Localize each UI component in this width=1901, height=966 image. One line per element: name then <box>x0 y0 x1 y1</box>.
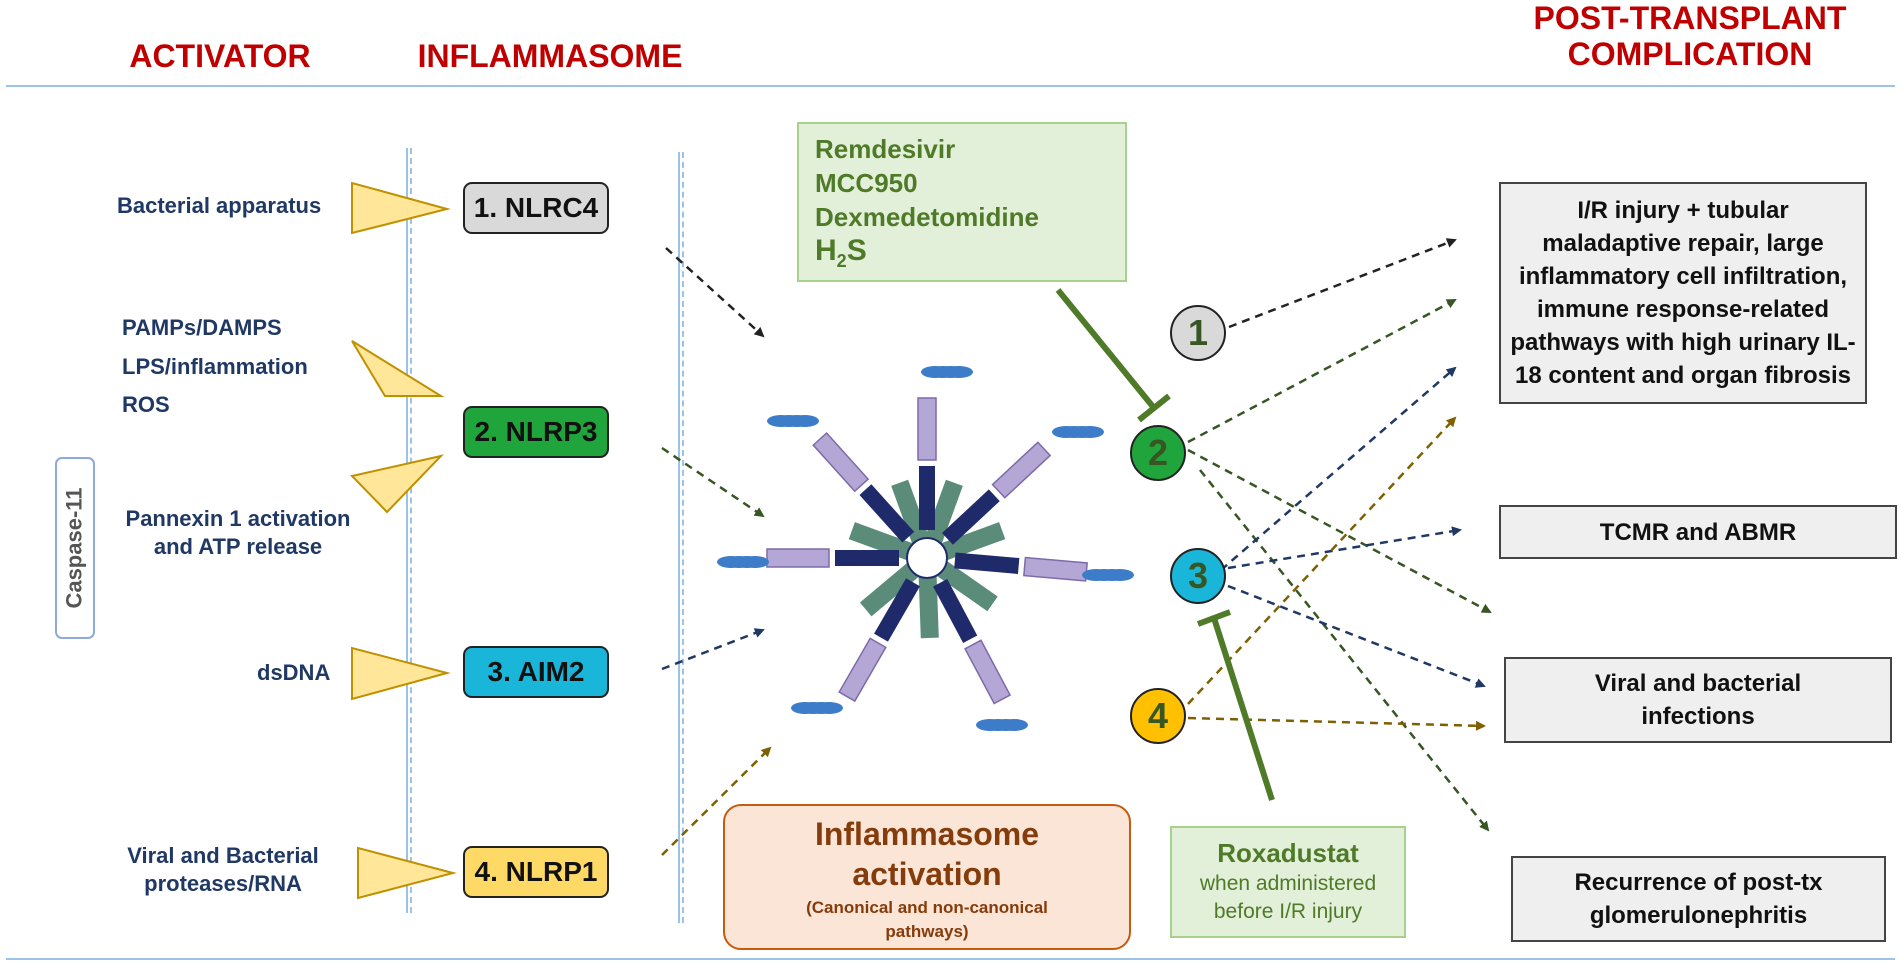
roxadustat-note-line2: before I/R injury <box>1213 900 1363 923</box>
caspase-11-text: Caspase-11 <box>62 487 87 609</box>
inhibitors-box: Remdesivir MCC950 Dexmedetomidine H2S <box>797 122 1127 282</box>
inhibit-roxadustat-to-3 <box>1211 617 1275 801</box>
arrow-3-to-tcmr <box>1227 526 1462 570</box>
complication-ir-injury: I/R injury + tubular maladaptive repair,… <box>1499 182 1867 404</box>
drug-h2s-h: H <box>815 234 837 267</box>
activator-pamps-damps: PAMPs/DAMPS <box>122 315 282 340</box>
activation-title-line2: activation <box>852 856 1002 892</box>
circle-3: 3 <box>1170 548 1226 604</box>
separator-left <box>406 148 412 913</box>
navy-core-bars <box>835 466 1020 643</box>
inflammasome-nlrc4: 1. NLRC4 <box>463 182 609 234</box>
ir-line-4: immune response-related <box>1536 296 1830 323</box>
ir-line-6: 18 content and organ fibrosis <box>1514 362 1852 389</box>
complication-viral-bacterial: Viral and bacterial infections <box>1504 657 1892 743</box>
caspase-11-label: Caspase-11 <box>55 457 95 639</box>
complication-tcmr-abmr: TCMR and ABMR <box>1499 505 1897 559</box>
inhibit-top-to-2-bar <box>1137 393 1171 423</box>
inflammasome-nlrp1: 4. NLRP1 <box>463 846 609 898</box>
triangle-pannexin <box>350 454 445 514</box>
triangle-dsdna <box>351 646 451 701</box>
viral-infections-line2: infections <box>1641 703 1755 730</box>
activation-subtitle-line2: pathways) <box>885 922 969 941</box>
roxadustat-box: Roxadustat when administered before I/R … <box>1170 826 1406 938</box>
bottom-rule <box>6 958 1895 960</box>
recurrence-line2: glomerulonephritis <box>1589 902 1808 929</box>
activator-ros: ROS <box>122 392 170 417</box>
top-rule <box>6 85 1895 87</box>
ir-line-2: maladaptive repair, large <box>1542 230 1824 257</box>
activator-heading: ACTIVATOR <box>129 38 311 74</box>
drug-h2s-s: S <box>846 234 867 267</box>
ir-line-5: pathways with high urinary IL- <box>1510 329 1856 356</box>
complication-heading: POST-TRANSPLANT COMPLICATION <box>1500 0 1880 72</box>
outer-purple-arms <box>766 397 1088 705</box>
viral-infections-line1: Viral and bacterial <box>1594 670 1802 697</box>
inhibit-top-to-2 <box>1055 288 1157 410</box>
arrow-4-to-ir <box>1187 416 1457 705</box>
activator-pannexin-line1: Pannexin 1 activation <box>125 506 351 531</box>
activator-viral-bacterial: Viral and Bacterial proteases/RNA <box>108 842 338 898</box>
complication-heading-line1: POST-TRANSPLANT <box>1533 0 1847 36</box>
roxadustat-name: Roxadustat <box>1217 838 1359 868</box>
activator-lps: LPS/inflammation <box>122 354 308 379</box>
complication-recurrence-gn: Recurrence of post-tx glomerulonephritis <box>1511 856 1886 942</box>
teal-core-bars <box>848 479 1006 639</box>
activation-subtitle-line1: (Canonical and non-canonical <box>806 898 1048 917</box>
triangle-pamps <box>351 340 445 397</box>
activator-dsdna: dsDNA <box>257 660 331 685</box>
drug-mcc950: MCC950 <box>815 168 918 198</box>
circle-4: 4 <box>1130 688 1186 744</box>
inflammasome-nlrp3: 2. NLRP3 <box>463 406 609 458</box>
arrow-2-to-recurrence <box>1199 469 1490 832</box>
circle-2: 2 <box>1130 425 1186 481</box>
card-domains <box>717 366 1134 731</box>
inflammasome-activation-box: Inflammasome activation (Canonical and n… <box>723 804 1131 950</box>
ir-line-1: I/R injury + tubular <box>1577 197 1789 224</box>
inflammasome-heading: INFLAMMASOME <box>417 38 683 74</box>
arrow-3-to-ir <box>1220 366 1457 571</box>
arrow-2-to-ir <box>1187 298 1457 444</box>
recurrence-line1: Recurrence of post-tx <box>1574 869 1823 896</box>
activator-pannexin-line2: and ATP release <box>153 534 323 559</box>
drug-h2s-sub: 2 <box>836 251 847 271</box>
inhibit-roxadustat-to-3-bar <box>1196 609 1232 627</box>
arrow-2-to-tcmr <box>1187 448 1492 614</box>
activator-viral-line2: proteases/RNA <box>144 871 302 896</box>
activator-viral-line1: Viral and Bacterial <box>127 843 319 868</box>
drug-dexmedetomidine: Dexmedetomidine <box>815 202 1039 232</box>
separator-right <box>678 152 684 923</box>
inflammasome-structure <box>717 366 1134 731</box>
core-center <box>906 537 948 579</box>
roxadustat-note-line1: when administered <box>1199 872 1377 895</box>
arrow-3-to-viral <box>1227 584 1486 688</box>
ir-line-3: inflammatory cell infiltration, <box>1518 263 1848 290</box>
activation-title-line1: Inflammasome <box>814 816 1040 852</box>
drug-remdesivir: Remdesivir <box>815 134 956 164</box>
drug-h2s: H2S <box>815 234 1125 278</box>
arrow-1-to-ir <box>1228 238 1457 329</box>
circle-1: 1 <box>1170 305 1226 361</box>
inflammasome-aim2: 3. AIM2 <box>463 646 609 698</box>
activator-pannexin: Pannexin 1 activation and ATP release <box>108 505 368 561</box>
triangle-bacterial <box>351 181 451 235</box>
arrow-4-to-viral <box>1187 716 1486 731</box>
complication-heading-line2: COMPLICATION <box>1567 36 1813 72</box>
activator-bacterial-apparatus: Bacterial apparatus <box>117 193 322 218</box>
